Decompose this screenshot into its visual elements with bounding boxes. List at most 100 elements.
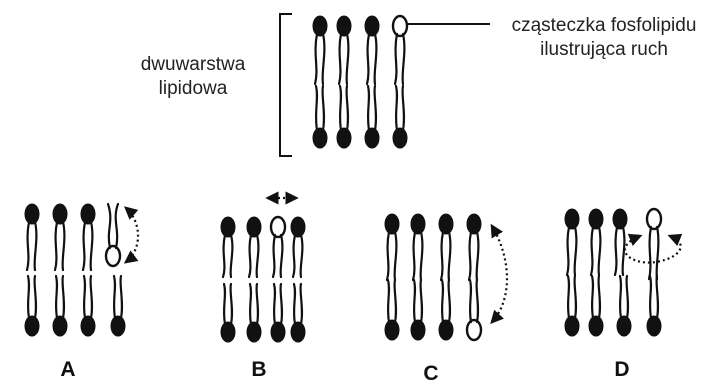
lipid-tail <box>649 227 651 279</box>
lipid-head <box>337 128 351 148</box>
lipid-head <box>411 320 425 340</box>
lipid-head <box>589 209 603 229</box>
lipid-head <box>271 322 285 342</box>
lipid-tail <box>63 222 65 270</box>
lipid-head <box>467 214 481 234</box>
lipid-tail <box>421 280 422 322</box>
transverse-arrow-c <box>492 226 507 322</box>
lipid-tail <box>55 222 57 270</box>
lipid-tail <box>91 222 93 270</box>
lipid-tail <box>477 280 478 322</box>
highlighted-lipid-head <box>393 16 407 36</box>
lipid-tail <box>441 232 443 280</box>
panel-label-b: B <box>244 358 274 382</box>
lipid-tail <box>114 276 115 318</box>
lipid-head <box>81 204 95 224</box>
lipid-tail <box>396 86 397 130</box>
lipid-tail <box>56 276 57 318</box>
lipid-tail <box>395 34 397 84</box>
panel-c-diagram <box>385 214 507 340</box>
lipid-tail <box>274 284 275 324</box>
lipid-tail <box>323 34 325 84</box>
flip-arrow-a <box>126 208 138 262</box>
lipid-tail <box>657 276 658 318</box>
panel-label-c: C <box>416 362 446 386</box>
lipid-tail <box>121 276 122 318</box>
panel-b-diagram <box>221 198 305 342</box>
lipid-tail <box>83 222 85 270</box>
molecule-label: cząsteczka fosfolipidu ilustrująca ruch <box>486 14 720 62</box>
lipid-tail <box>301 235 303 277</box>
lipid-tail <box>273 235 275 277</box>
lipid-tail <box>35 222 37 270</box>
lipid-head <box>53 204 67 224</box>
lipid-head <box>439 214 453 234</box>
lipid-tail <box>301 284 302 324</box>
lipid-tail <box>375 86 376 130</box>
bilayer-label-line2: lipidowa <box>128 77 258 101</box>
lipid-tail <box>223 235 225 277</box>
lipid-tail <box>620 276 621 318</box>
lipid-tail <box>623 227 625 275</box>
lipid-tail <box>403 86 404 130</box>
lipid-tail <box>375 34 377 84</box>
lipid-head <box>291 322 305 342</box>
lipid-tail <box>91 276 92 318</box>
lipid-tail <box>339 34 341 84</box>
lipid-tail <box>250 284 251 324</box>
lipid-head <box>81 316 95 336</box>
lipid-tail <box>470 280 471 322</box>
bilayer-label-line1: dwuwarstwa <box>128 53 258 77</box>
lipid-tail <box>27 222 29 270</box>
molecule-label-line2: ilustrująca ruch <box>486 38 720 62</box>
lipid-head <box>565 209 579 229</box>
lipid-tail <box>293 235 295 277</box>
lipid-tail <box>413 232 415 280</box>
lipid-tail <box>28 276 29 318</box>
lipid-tail <box>316 86 317 130</box>
lipid-head <box>385 320 399 340</box>
lipid-tail <box>347 86 348 130</box>
highlighted-lipid-head <box>647 209 661 229</box>
lipid-tail <box>599 276 600 318</box>
lipid-tail <box>592 276 593 318</box>
lipid-tail <box>63 276 64 318</box>
lipid-head <box>313 128 327 148</box>
lipid-tail <box>395 232 397 280</box>
lipid-head <box>247 322 261 342</box>
rotation-arrow-d <box>625 236 681 263</box>
lipid-tail <box>347 34 349 84</box>
highlighted-lipid-head <box>106 246 120 266</box>
lipid-tail <box>281 284 282 324</box>
lipid-head <box>647 316 661 336</box>
bilayer-label: dwuwarstwa lipidowa <box>128 53 258 101</box>
lipid-tail <box>368 86 369 130</box>
lipid-head <box>393 128 407 148</box>
lipid-head <box>617 316 631 336</box>
lipid-tail <box>323 86 324 130</box>
lipid-tail <box>477 232 479 280</box>
lipid-tail <box>421 232 423 280</box>
lipid-head <box>291 217 305 237</box>
lipid-tail <box>257 235 259 277</box>
lipid-tail <box>442 280 443 322</box>
lipid-head <box>221 322 235 342</box>
lipid-tail <box>615 227 617 275</box>
lipid-tail <box>294 284 295 324</box>
lipid-head <box>221 217 235 237</box>
lipid-tail <box>449 280 450 322</box>
lipid-head <box>365 128 379 148</box>
lipid-tail <box>395 280 396 322</box>
lipid-tail <box>387 232 389 280</box>
lipid-tail <box>224 284 225 324</box>
lipid-head <box>589 316 603 336</box>
lipid-tail <box>388 280 389 322</box>
lipid-tail <box>575 227 577 275</box>
lipid-tail <box>403 34 405 84</box>
lipid-tail <box>257 284 258 324</box>
highlighted-lipid-head <box>467 320 481 340</box>
lipid-head <box>439 320 453 340</box>
molecule-label-line1: cząsteczka fosfolipidu <box>486 14 720 38</box>
lipid-head <box>385 214 399 234</box>
